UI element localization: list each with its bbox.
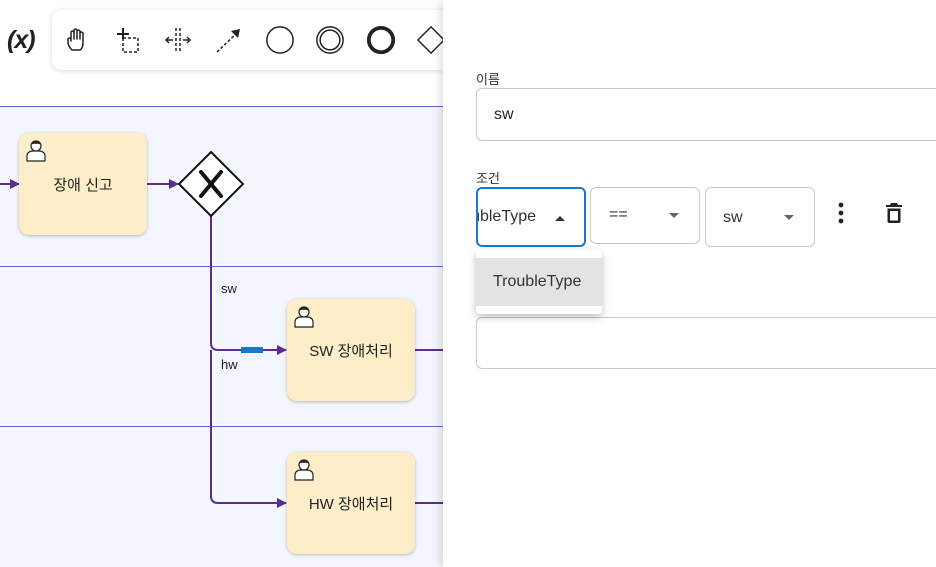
dropdown-arrow-down-icon xyxy=(784,215,794,220)
condition-value-value: sw xyxy=(723,209,743,226)
task-label: HW 장애처리 xyxy=(308,495,394,513)
task-label: 장애 신고 xyxy=(53,176,113,194)
condition-operator-select[interactable]: == xyxy=(590,187,700,244)
name-field[interactable]: sw xyxy=(476,88,936,141)
tool-palette xyxy=(52,10,443,70)
name-value: sw xyxy=(494,105,514,123)
condition-variable-dropdown-menu: TroubleType xyxy=(476,250,602,314)
properties-panel: 이름 sw 조건 TroubleType == sw TroubleType xyxy=(443,0,936,567)
space-tool-icon[interactable] xyxy=(163,25,193,55)
task-sw-handling[interactable]: SW 장애처리 xyxy=(287,299,415,401)
condition-variable-select[interactable]: TroubleType xyxy=(476,187,586,247)
sequence-flow-hw[interactable] xyxy=(210,350,287,508)
bpmn-canvas[interactable]: 장애 신고 SW 장애처리 HW 장애처리 sw hw (x) xyxy=(0,0,443,567)
delete-icon[interactable] xyxy=(882,201,906,225)
dropdown-option-troubletype[interactable]: TroubleType xyxy=(476,258,602,306)
user-task-icon xyxy=(294,306,314,328)
task-hw-handling[interactable]: HW 장애처리 xyxy=(287,452,415,554)
selected-flow-handle[interactable] xyxy=(241,347,263,353)
end-event-icon[interactable] xyxy=(366,25,396,55)
variables-icon[interactable]: (x) xyxy=(7,26,36,54)
intermediate-event-icon[interactable] xyxy=(315,25,345,55)
task-label: SW 장애처리 xyxy=(309,342,393,360)
lasso-tool-icon[interactable] xyxy=(113,25,143,55)
name-label: 이름 xyxy=(476,72,500,87)
user-task-icon xyxy=(294,459,314,481)
start-event-icon[interactable] xyxy=(265,25,295,55)
condition-expression-field[interactable] xyxy=(476,317,936,369)
user-task-icon xyxy=(26,140,46,162)
exclusive-gateway[interactable] xyxy=(177,150,245,218)
hand-tool-icon[interactable] xyxy=(62,25,92,55)
condition-value-select[interactable]: sw xyxy=(705,187,815,247)
sequence-flow-sw[interactable] xyxy=(210,216,287,355)
dropdown-arrow-down-icon xyxy=(669,213,679,218)
condition-variable-value: TroubleType xyxy=(478,208,536,225)
dropdown-arrow-up-icon xyxy=(555,216,565,221)
flow-label-hw[interactable]: hw xyxy=(221,357,238,372)
connect-tool-icon[interactable] xyxy=(214,25,244,55)
more-options-icon[interactable] xyxy=(829,201,853,225)
task-report[interactable]: 장애 신고 xyxy=(19,133,147,235)
gateway-icon[interactable] xyxy=(416,25,443,55)
condition-operator-value: == xyxy=(609,206,628,223)
condition-label: 조건 xyxy=(476,171,500,186)
flow-label-sw[interactable]: sw xyxy=(221,281,237,296)
diagram-connections xyxy=(0,150,443,508)
